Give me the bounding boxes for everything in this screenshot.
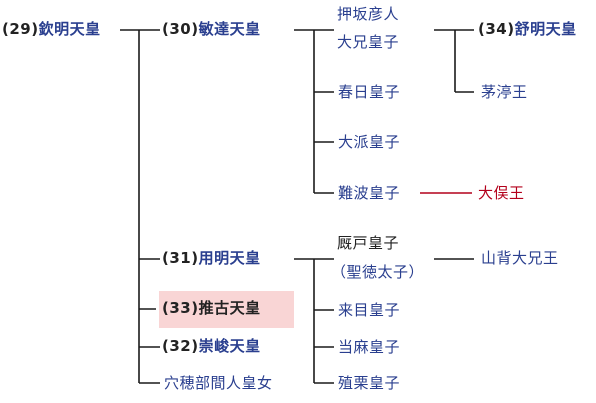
node-omata-ou: 大俣王 bbox=[478, 184, 525, 202]
emperor-name: 推古天皇 bbox=[198, 299, 261, 317]
node-ekuri: 殖栗皇子 bbox=[338, 374, 401, 392]
emperor-name: 敏達天皇 bbox=[198, 20, 261, 38]
node-kasuga: 春日皇子 bbox=[338, 83, 401, 101]
reign-number: (34) bbox=[478, 20, 515, 38]
emperor-name: 舒明天皇 bbox=[514, 20, 577, 38]
reign-number: (30) bbox=[162, 20, 199, 38]
node-umayado: 厩戸皇子 bbox=[337, 234, 400, 252]
node-suiko: (33)推古天皇 bbox=[162, 298, 261, 318]
reign-number: (31) bbox=[162, 249, 199, 267]
suiko-highlight bbox=[159, 291, 294, 328]
node-yamashiro: 山背大兄王 bbox=[481, 249, 559, 267]
emperor-name: 崇峻天皇 bbox=[198, 337, 261, 355]
reign-number: (33) bbox=[162, 299, 199, 317]
node-jomei: (34)舒明天皇 bbox=[478, 19, 577, 39]
node-yomei: (31)用明天皇 bbox=[162, 248, 261, 268]
node-omata: 大派皇子 bbox=[338, 133, 401, 151]
emperor-name: 欽明天皇 bbox=[38, 20, 101, 38]
node-naniwa: 難波皇子 bbox=[338, 184, 401, 202]
node-kume: 来目皇子 bbox=[338, 301, 401, 319]
node-oshisaka-line1: 押坂彦人 bbox=[337, 5, 400, 23]
node-bidatsu: (30)敏達天皇 bbox=[162, 19, 261, 39]
reign-number: (32) bbox=[162, 337, 199, 355]
node-shotoku: （聖徳太子） bbox=[331, 263, 425, 281]
node-sushun: (32)崇峻天皇 bbox=[162, 336, 261, 356]
reign-number: (29) bbox=[2, 20, 39, 38]
node-taima: 当麻皇子 bbox=[338, 338, 401, 356]
node-chinu: 茅渟王 bbox=[481, 83, 528, 101]
node-kinmei: (29)欽明天皇 bbox=[2, 19, 101, 39]
node-anahobe: 穴穂部間人皇女 bbox=[164, 374, 273, 392]
emperor-name: 用明天皇 bbox=[198, 249, 261, 267]
node-oshisaka-line2: 大兄皇子 bbox=[337, 33, 400, 51]
